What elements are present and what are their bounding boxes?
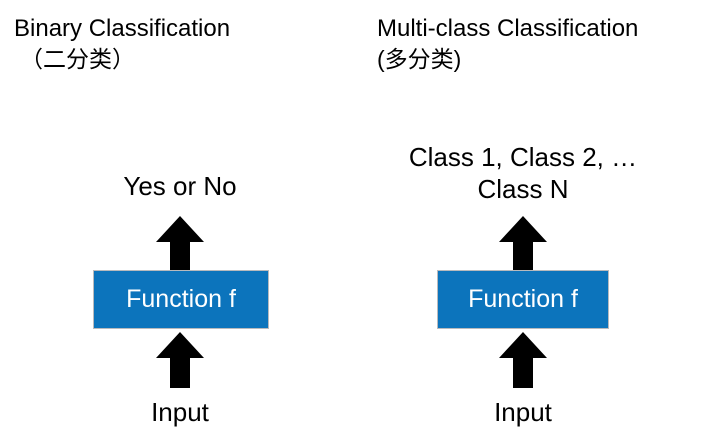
output-label-binary-line-1: Yes or No	[123, 171, 237, 201]
column-title-multi-main: Multi-class Classification	[377, 15, 639, 42]
column-title-binary-main: Binary Classification	[14, 15, 231, 42]
arrow-up-icon	[499, 332, 547, 388]
function-box-multi-label: Function f	[468, 285, 578, 313]
input-label-multi: Input	[443, 396, 603, 428]
column-title-binary: Binary Classification （二分类）	[14, 14, 230, 74]
function-box-binary: Function f	[93, 270, 269, 329]
arrow-up-icon	[156, 216, 204, 272]
input-label-binary: Input	[100, 396, 260, 428]
arrow-up-icon	[499, 216, 547, 272]
column-title-multi-sub: (多分类)	[377, 46, 462, 72]
output-label-binary: Yes or No	[80, 170, 280, 202]
function-box-multi: Function f	[437, 270, 609, 329]
arrow-up-icon	[156, 332, 204, 388]
column-title-binary-sub: （二分类）	[20, 46, 135, 72]
input-label-multi-text: Input	[494, 397, 552, 427]
output-label-multi-line-2: Class N	[477, 174, 569, 204]
function-box-binary-label: Function f	[126, 285, 236, 313]
input-label-binary-text: Input	[151, 397, 209, 427]
column-title-multi: Multi-class Classification (多分类)	[377, 14, 638, 74]
output-label-multi-line-1: Class 1, Class 2, …	[408, 142, 638, 172]
output-label-multi: Class 1, Class 2, … Class N	[373, 141, 673, 205]
